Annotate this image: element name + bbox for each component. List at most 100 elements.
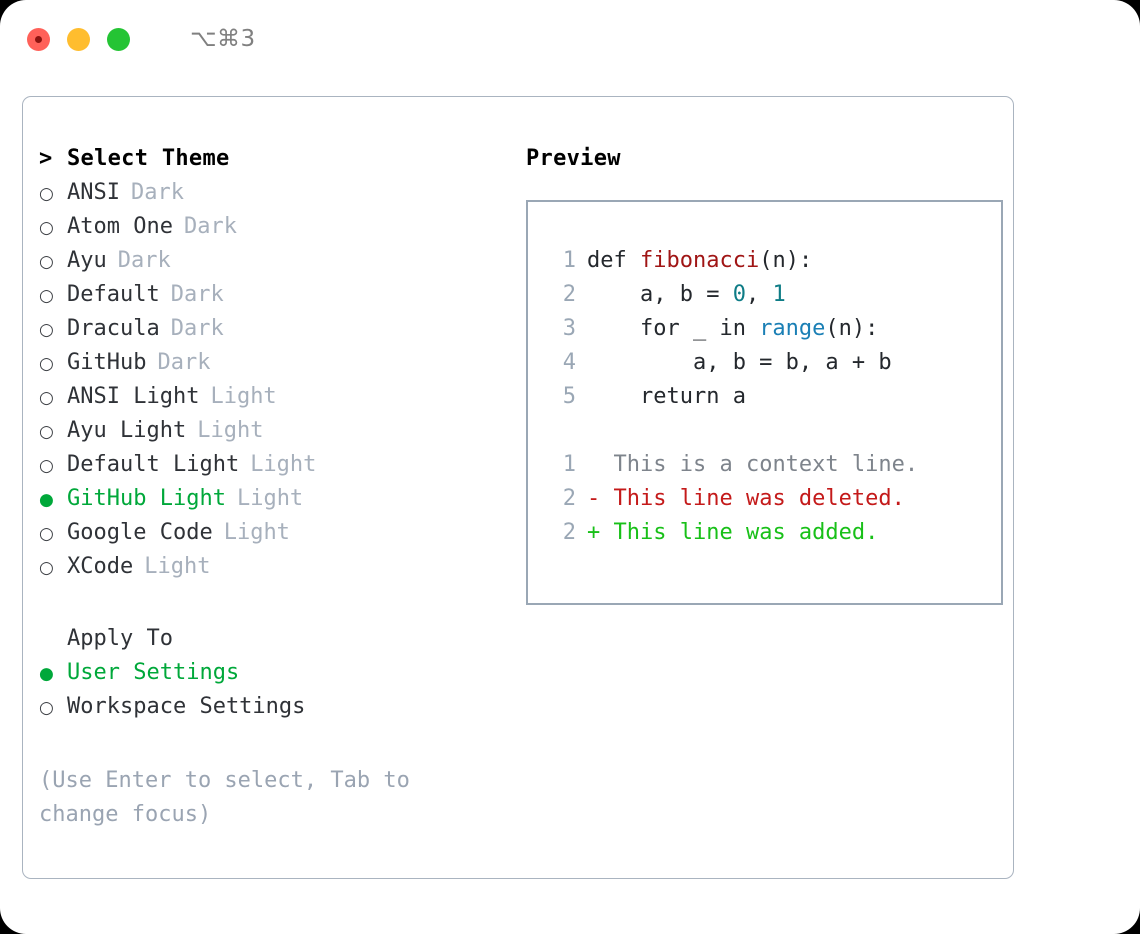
theme-item-variant-tag: Light: [197, 418, 264, 443]
diff-line-text: This is a context line.: [613, 452, 919, 477]
minimize-button[interactable]: [67, 27, 90, 51]
spacer-marker: ○: [39, 623, 67, 657]
keyboard-hint: (Use Enter to select, Tab to change focu…: [39, 768, 410, 827]
radio-unselected-icon: ○: [39, 184, 54, 204]
code-token: fibonacci: [639, 248, 760, 273]
theme-item-variant-tag: Light: [250, 452, 317, 477]
theme-item-label: Dracula: [67, 316, 160, 341]
theme-item-variant-tag: Light: [236, 486, 304, 511]
apply-to-heading-label: Apply To: [67, 626, 173, 651]
theme-list-item[interactable]: ○ Dracula Dark: [39, 312, 501, 346]
theme-item-variant-tag: Light: [144, 554, 211, 579]
theme-item-label: Default Light: [67, 452, 240, 477]
theme-item-label: Atom One: [67, 214, 173, 239]
code-line-content: return a: [587, 380, 746, 414]
theme-list-item[interactable]: ○ Default Light Light: [39, 448, 501, 482]
theme-item-label: Default: [67, 282, 160, 307]
theme-item-variant-tag: Light: [210, 384, 277, 409]
radio-unselected-icon: ○: [39, 422, 54, 442]
apply-to-option-label: User Settings: [67, 660, 240, 685]
radio-unselected-icon: ○: [39, 456, 54, 476]
code-token: a, b =: [587, 282, 733, 307]
apply-to-list: ● User Settings ○ Workspace Settings: [39, 656, 501, 724]
radio-unselected-icon: ○: [39, 698, 54, 718]
theme-item-variant-tag: Dark: [117, 248, 171, 273]
diff-sample: 1 This is a context line.2- This line wa…: [546, 448, 1001, 550]
radio-unselected-icon: ○: [39, 388, 54, 408]
diff-spacer: [546, 414, 1001, 448]
theme-list-item[interactable]: ○ Atom One Dark: [39, 210, 501, 244]
radio-unselected-icon: ○: [39, 524, 54, 544]
diff-sign: [587, 448, 614, 482]
preview-heading: Preview: [526, 146, 621, 171]
apply-to-heading: ○ Apply To: [39, 622, 501, 656]
section-spacer: [39, 584, 501, 622]
radio-unselected-icon: ○: [39, 320, 54, 340]
apply-to-option[interactable]: ● User Settings: [39, 656, 501, 690]
theme-item-variant-tag: Dark: [157, 350, 211, 375]
code-line-content: def fibonacci(n):: [587, 244, 812, 278]
theme-list-item[interactable]: ○ XCode Light: [39, 550, 501, 584]
theme-item-label: Ayu: [67, 248, 107, 273]
code-token: (n):: [825, 316, 879, 341]
close-button[interactable]: [27, 27, 50, 51]
theme-item-variant-tag: Dark: [170, 316, 224, 341]
radio-selected-icon: ●: [39, 664, 54, 684]
theme-item-label: XCode: [67, 554, 134, 579]
code-line-content: a, b = 0, 1: [587, 278, 786, 312]
theme-list-heading: > Select Theme: [39, 142, 501, 176]
theme-item-label: GitHub Light: [67, 486, 226, 511]
theme-list-item[interactable]: ○ GitHub Dark: [39, 346, 501, 380]
theme-item-variant-tag: Dark: [183, 214, 237, 239]
apply-to-option[interactable]: ○ Workspace Settings: [39, 690, 501, 724]
theme-list-item[interactable]: ○ Google Code Light: [39, 516, 501, 550]
diff-line: 2+ This line was added.: [546, 516, 1001, 550]
code-line-number: 2: [562, 282, 576, 307]
keyboard-shortcut-label: ⌥⌘3: [190, 26, 256, 52]
code-token: ,: [745, 282, 773, 307]
zoom-button[interactable]: [107, 27, 130, 51]
theme-item-variant-tag: Dark: [170, 282, 224, 307]
code-line-content: for _ in range(n):: [587, 312, 878, 346]
diff-line-number: 1: [562, 452, 576, 477]
code-token: 1: [772, 282, 786, 307]
apply-to-option-label: Workspace Settings: [67, 694, 306, 719]
code-line: 4 a, b = b, a + b: [546, 346, 1001, 380]
diff-line-number: 2: [562, 520, 576, 545]
theme-item-label: ANSI: [67, 180, 120, 205]
code-line: 2 a, b = 0, 1: [546, 278, 1001, 312]
code-line-number: 5: [562, 384, 576, 409]
window-controls: [27, 27, 130, 51]
theme-list-item[interactable]: ○ ANSI Light Light: [39, 380, 501, 414]
diff-sign: -: [587, 486, 614, 511]
theme-item-label: GitHub: [67, 350, 147, 375]
code-token: (n):: [759, 248, 813, 273]
theme-item-label: Google Code: [67, 520, 213, 545]
code-line-number: 3: [562, 316, 576, 341]
theme-item-variant-tag: Light: [223, 520, 290, 545]
code-token: return a: [587, 384, 746, 409]
theme-item-label: ANSI Light: [67, 384, 200, 409]
code-line: 3 for _ in range(n):: [546, 312, 1001, 346]
code-line-content: a, b = b, a + b: [587, 346, 892, 380]
code-token: range: [759, 316, 826, 341]
code-token: a, b = b, a + b: [587, 350, 892, 375]
radio-unselected-icon: ○: [39, 218, 54, 238]
code-token: for _ in: [587, 316, 760, 341]
radio-unselected-icon: ○: [39, 558, 54, 578]
caret-icon: >: [39, 146, 53, 171]
radio-unselected-icon: ○: [39, 354, 54, 374]
